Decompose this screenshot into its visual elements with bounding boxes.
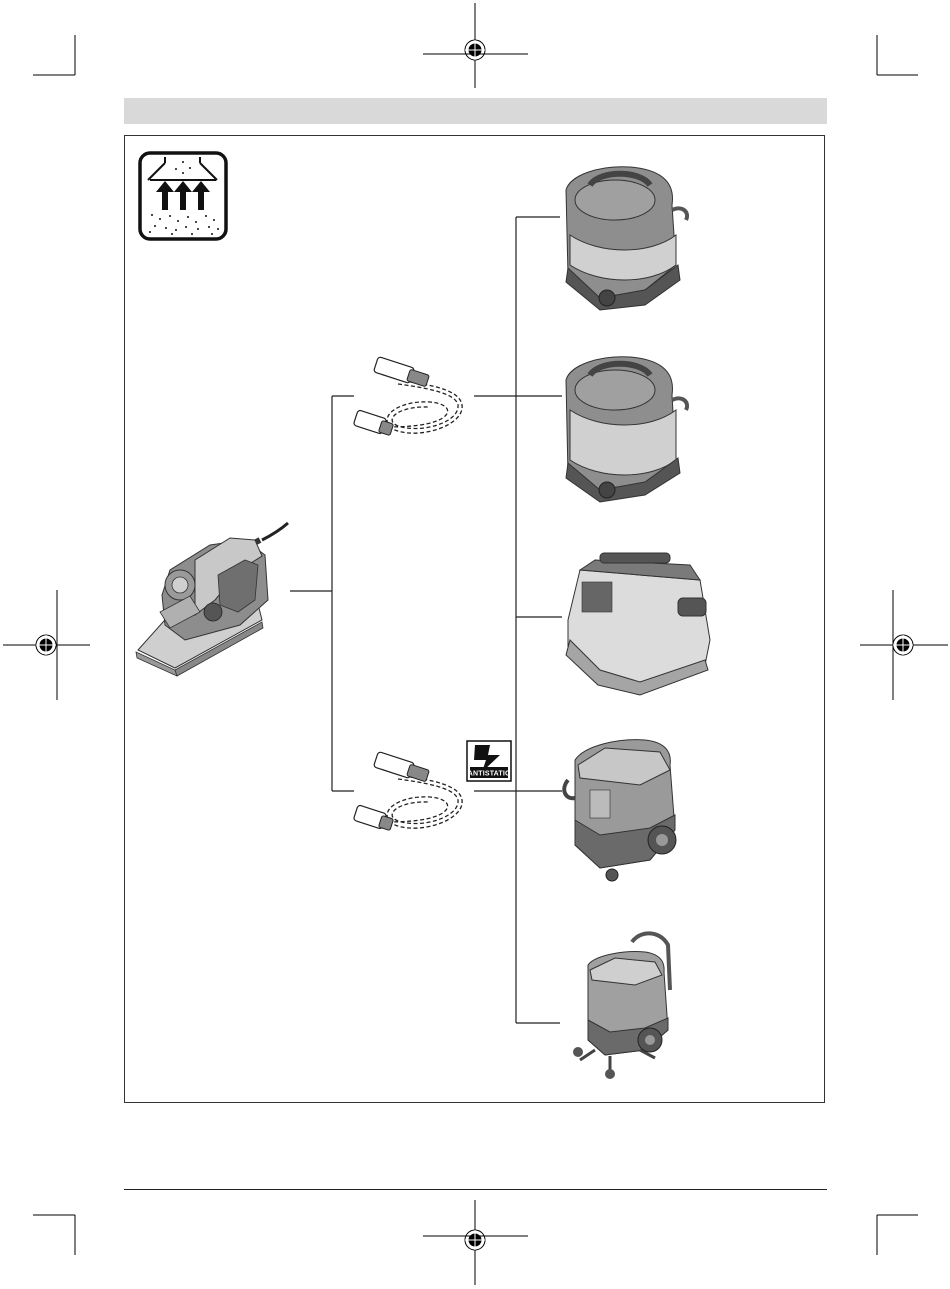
- planer-tool: [136, 523, 288, 676]
- dust-extraction-icon: [140, 153, 226, 239]
- antistatic-badge: ANTISTATIC: [467, 741, 511, 781]
- vacuum-medium: [566, 357, 687, 502]
- vacuum-xl-trolley: [573, 933, 670, 1079]
- vacuum-large-wheeled: [564, 740, 676, 881]
- antistatic-label: ANTISTATIC: [468, 771, 511, 778]
- connector-lines: [290, 217, 562, 1023]
- antistatic-hose: [353, 752, 462, 831]
- vacuum-small: [566, 167, 687, 310]
- standard-hose: [353, 357, 462, 436]
- vacuum-compact: [566, 553, 710, 695]
